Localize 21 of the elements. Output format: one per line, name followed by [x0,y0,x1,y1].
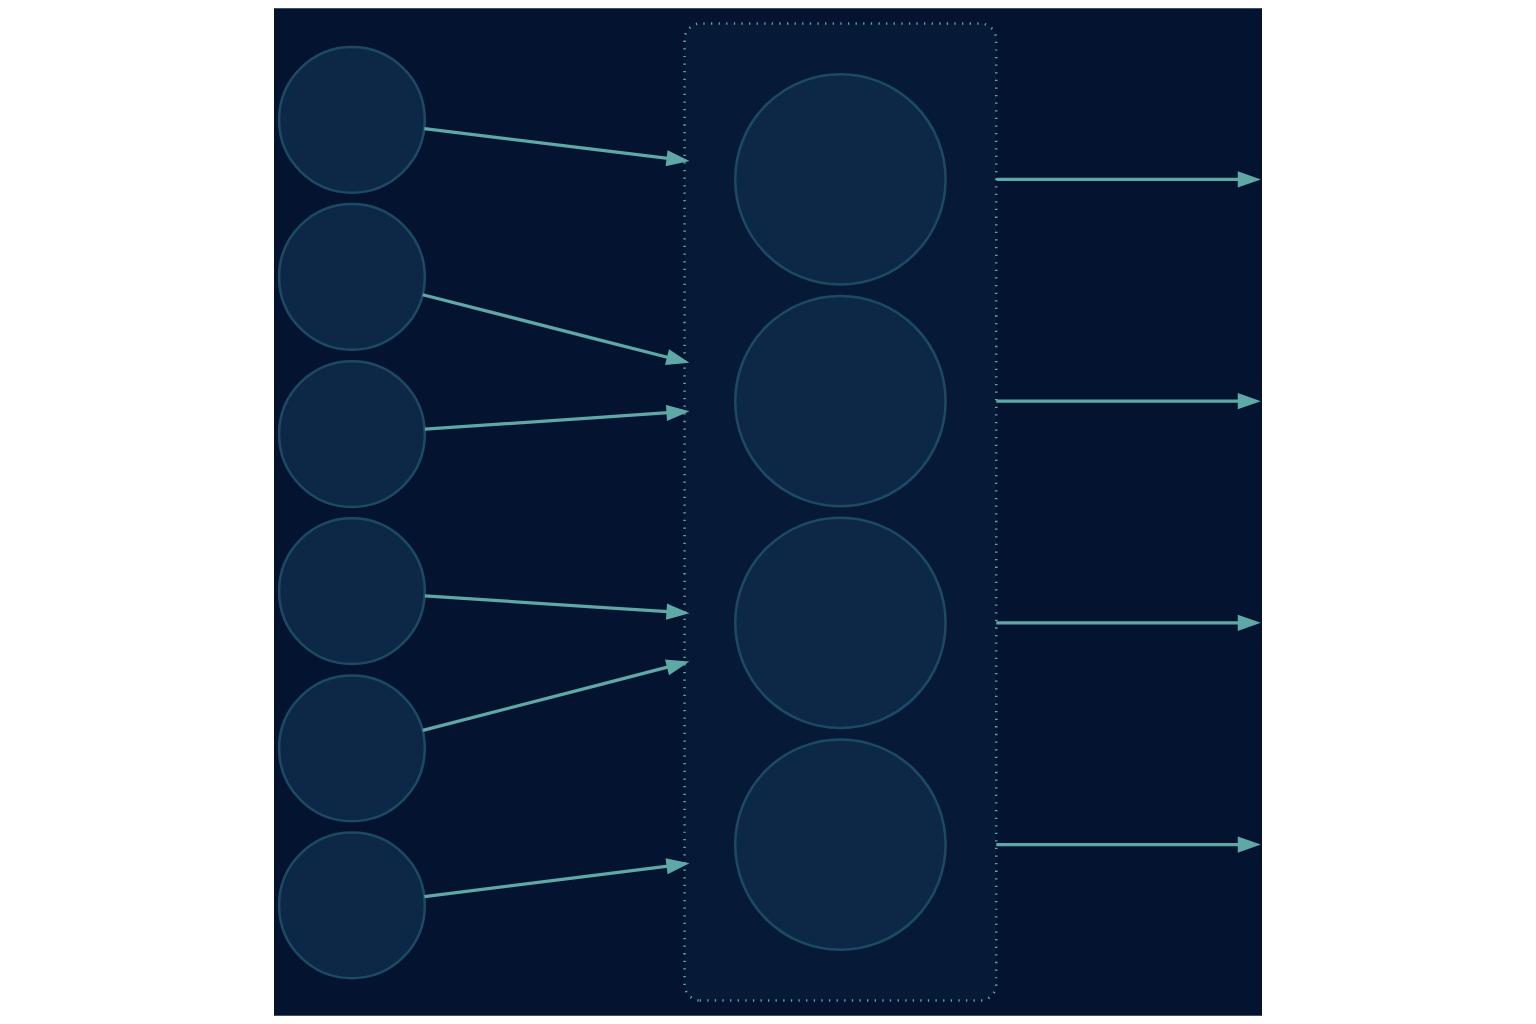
node-circle [277,45,427,194]
cluster [683,22,998,1002]
node-circle [733,516,947,730]
node-circle [733,738,947,952]
arrow [422,293,690,365]
node-circle [277,202,427,352]
node-circle [733,294,947,508]
arrow [424,594,690,620]
node-circle [277,517,427,666]
arrow [422,659,690,732]
arrow [424,126,690,167]
arrow [424,404,690,431]
node-circle [277,831,427,980]
node-circle [277,674,427,823]
node-circle [733,72,947,286]
node-circle [277,359,427,509]
arrow [996,836,1261,853]
arrow [996,614,1261,631]
arrow [996,171,1261,188]
arrow [424,858,690,899]
arrow [996,393,1261,410]
